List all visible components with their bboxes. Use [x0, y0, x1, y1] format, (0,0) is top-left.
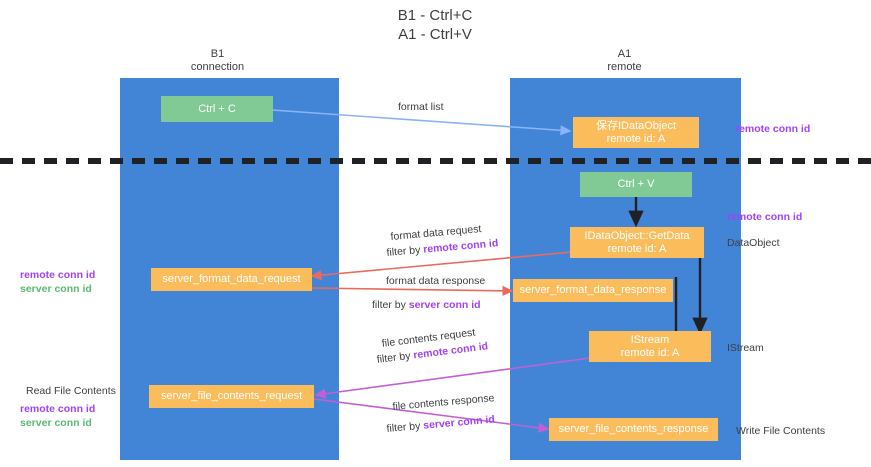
- box-server-file-contents-request[interactable]: server_file_contents_request: [149, 385, 314, 408]
- lane-header-b1-name: B1: [210, 48, 225, 60]
- annotation-remote-conn-id-top: remote conn id: [735, 123, 811, 135]
- box-server-file-contents-response-label: server_file_contents_response: [558, 423, 709, 435]
- box-server-format-data-request[interactable]: server_format_data_request: [151, 268, 312, 291]
- lane-header-a1-sub: remote: [607, 61, 642, 73]
- annotation-dataobject: DataObject: [727, 237, 780, 249]
- box-idataobject-getdata[interactable]: IDataObject::GetData remote id: A: [570, 227, 704, 258]
- box-istream-label: IStream: [630, 333, 670, 346]
- box-ctrl-v[interactable]: Ctrl + V: [580, 172, 692, 197]
- annotation-left-server-conn-id-2: server conn id: [20, 417, 92, 429]
- box-save-idataobject-label: 保存IDataObject: [595, 119, 677, 132]
- label-format-data-response-filter-pre: filter by: [372, 299, 409, 311]
- box-idataobject-getdata-label: IDataObject::GetData: [584, 229, 690, 242]
- box-server-format-data-request-label: server_format_data_request: [162, 273, 301, 285]
- label-file-contents-response-filter: filter by server conn id: [386, 413, 495, 436]
- box-server-format-data-response-label: server_format_data_response: [519, 284, 667, 296]
- label-file-contents-response-filter-pre: filter by: [386, 419, 424, 435]
- annotation-remote-conn-id-mid: remote conn id: [727, 211, 803, 223]
- label-file-contents-response-filter-key: server conn id: [422, 413, 496, 432]
- lane-header-b1-sub: connection: [190, 61, 245, 73]
- annotation-write-file-contents: Write File Contents: [736, 425, 826, 437]
- box-ctrl-c-label: Ctrl + C: [198, 102, 236, 115]
- label-format-data-request-filter-pre: filter by: [386, 243, 424, 259]
- annotation-left-remote-conn-id: remote conn id: [20, 269, 96, 281]
- box-idataobject-getdata-remote-id: remote id: A: [607, 242, 667, 255]
- box-istream-remote-id: remote id: A: [620, 346, 680, 359]
- box-save-idataobject-remote-id: remote id: A: [606, 132, 666, 145]
- box-server-format-data-response[interactable]: server_format_data_response: [513, 279, 673, 302]
- box-ctrl-c[interactable]: Ctrl + C: [161, 96, 273, 122]
- lane-header-a1-name: A1: [617, 48, 632, 60]
- label-file-contents-request-filter-pre: filter by: [376, 349, 415, 366]
- label-format-data-response-filter-key: server conn id: [408, 299, 481, 311]
- box-save-idataobject[interactable]: 保存IDataObject remote id: A: [573, 117, 699, 148]
- diagram-title-line2: A1 - Ctrl+V: [398, 26, 472, 43]
- box-server-file-contents-response[interactable]: server_file_contents_response: [549, 418, 718, 441]
- annotation-read-file-contents: Read File Contents: [26, 385, 116, 397]
- arrow-format-data-response: [311, 285, 514, 296]
- annotation-left-server-conn-id: server conn id: [20, 283, 92, 295]
- annotation-left-remote-conn-id-2: remote conn id: [20, 403, 96, 415]
- label-format-data-response-filter: filter by server conn id: [372, 298, 481, 312]
- label-format-list: format list: [398, 101, 444, 113]
- annotation-istream: IStream: [727, 342, 764, 354]
- box-server-file-contents-request-label: server_file_contents_request: [160, 390, 303, 402]
- box-istream[interactable]: IStream remote id: A: [589, 331, 711, 362]
- diagram-title-line1: B1 - Ctrl+C: [397, 7, 473, 24]
- label-format-data-response: format data response: [386, 275, 486, 287]
- label-file-contents-response: file contents response: [392, 392, 495, 413]
- box-ctrl-v-label: Ctrl + V: [617, 178, 655, 190]
